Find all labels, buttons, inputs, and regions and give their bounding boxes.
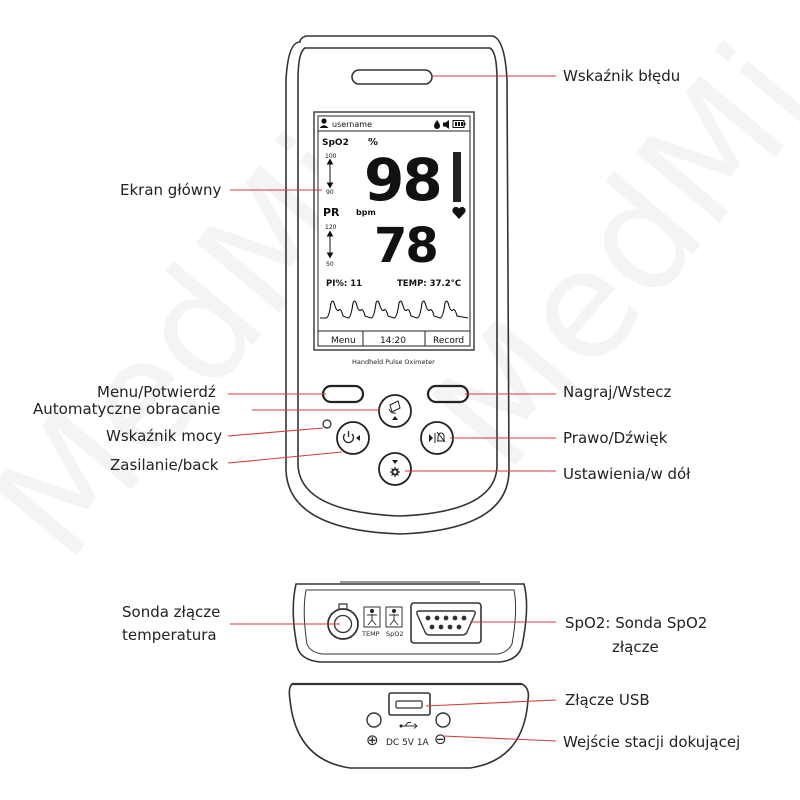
bottom-temp-label: TEMP: [361, 630, 380, 638]
label-error-indicator: Wskaźnik błędu: [563, 67, 681, 85]
temp-readout: TEMP: 37.2°C: [397, 279, 461, 289]
temp-probe-icon[interactable]: [327, 603, 359, 640]
speaker-icon: [443, 120, 449, 129]
bottom-shell-outer: [292, 583, 528, 663]
dock-power-text: DC 5V 1A: [386, 738, 430, 748]
dock-view: [288, 682, 530, 769]
device-front: [285, 35, 510, 535]
down-triangle-icon: [392, 460, 398, 464]
right-triangle-icon: [429, 434, 433, 442]
callout-line-power-back: [227, 451, 343, 464]
screen-clock: 14:20: [380, 336, 406, 346]
label-record-back: Nagraj/Wstecz: [563, 383, 672, 401]
auto-rotate-button[interactable]: [378, 394, 412, 428]
pr-range-arrow: [326, 230, 334, 259]
softkey-record[interactable]: Record: [433, 336, 464, 346]
spo2-unit: %: [368, 137, 378, 148]
dock-contact-left: [366, 712, 382, 728]
spo2-port-symbol: [385, 606, 403, 628]
pleth-waveform: [320, 300, 469, 319]
device-inner-shell: [297, 47, 498, 517]
main-screen: username SpO2 % 100 90 98 PR bpm 120: [317, 115, 471, 347]
spo2-range-high: 100: [325, 153, 337, 160]
bottom-spo2-label: SpO2: [386, 630, 404, 638]
pulse-strength-bar: [453, 152, 461, 202]
screen-username: username: [332, 120, 372, 129]
callout-line-power-indicator: [227, 427, 324, 437]
record-back-button[interactable]: [426, 384, 470, 404]
bottom-shell-inner: [303, 589, 517, 655]
dock-contact-right: [435, 712, 451, 728]
label-main-screen: Ekran główny: [120, 181, 222, 199]
error-indicator-slot: [351, 69, 433, 85]
power-icon: [342, 431, 355, 444]
device-outer-shell: [285, 35, 510, 535]
callout-line-usb: [425, 699, 557, 707]
pr-value: 78: [374, 218, 437, 274]
drop-icon: [434, 120, 440, 129]
callout-lines: [227, 75, 557, 742]
spo2-range-arrow: [326, 158, 334, 189]
dock-minus-symbol: ⊖: [434, 730, 447, 748]
dock-plus-symbol: ⊕: [366, 731, 379, 749]
label-dock-input: Wejście stacji dokującej: [563, 733, 741, 751]
battery-icon: [452, 120, 466, 128]
right-sound-button[interactable]: [420, 421, 454, 455]
pr-range-high: 120: [325, 224, 337, 231]
label-settings-down: Ustawienia/w dół: [563, 465, 691, 483]
pr-range-low: 50: [326, 261, 334, 268]
label-auto-rotate: Automatyczne obracanie: [33, 400, 221, 418]
pi-readout: PI%: 11: [326, 279, 362, 289]
menu-confirm-button[interactable]: [321, 384, 365, 404]
up-triangle-icon: [392, 416, 398, 420]
label-power-indicator: Wskaźnik mocy: [106, 427, 223, 445]
spo2-value: 98: [364, 146, 441, 214]
label-usb-port: Złącze USB: [565, 691, 650, 709]
device-bottom-view: [292, 581, 528, 663]
model-text: Handheld Pulse Oximeter: [352, 358, 435, 366]
label-temp-probe-2: temperatura: [122, 626, 217, 644]
settings-down-button[interactable]: [378, 452, 412, 486]
label-temp-probe-1: Sonda złącze: [122, 603, 221, 621]
spo2-range-low: 90: [326, 189, 334, 196]
db9-connector-icon[interactable]: [410, 602, 482, 644]
label-spo2-probe-1: SpO2: Sonda SpO2: [565, 614, 708, 632]
spo2-label: SpO2: [322, 138, 349, 148]
power-indicator-led: [322, 419, 332, 429]
label-spo2-probe-2: złącze: [612, 638, 659, 656]
person-icon: [319, 118, 329, 128]
usb-icon[interactable]: [388, 692, 431, 729]
front-buttons: [321, 384, 470, 486]
temp-port-symbol: [363, 606, 381, 628]
label-power-back: Zasilanie/back: [110, 456, 219, 474]
label-menu-confirm: Menu/Potwierdź: [97, 383, 216, 401]
label-right-sound: Prawo/Dźwięk: [563, 429, 668, 447]
callout-line-dock-input: [442, 735, 557, 742]
rotate-icon: [388, 400, 401, 414]
heart-icon: [452, 206, 466, 219]
dock-shell: [288, 683, 530, 769]
power-back-button[interactable]: [336, 421, 370, 455]
left-triangle-icon: [356, 435, 360, 441]
pr-label: PR: [323, 206, 340, 219]
screen-frame: [313, 111, 475, 351]
softkey-menu[interactable]: Menu: [331, 336, 356, 346]
bell-icon: [436, 431, 446, 443]
pr-unit: bpm: [356, 208, 376, 217]
